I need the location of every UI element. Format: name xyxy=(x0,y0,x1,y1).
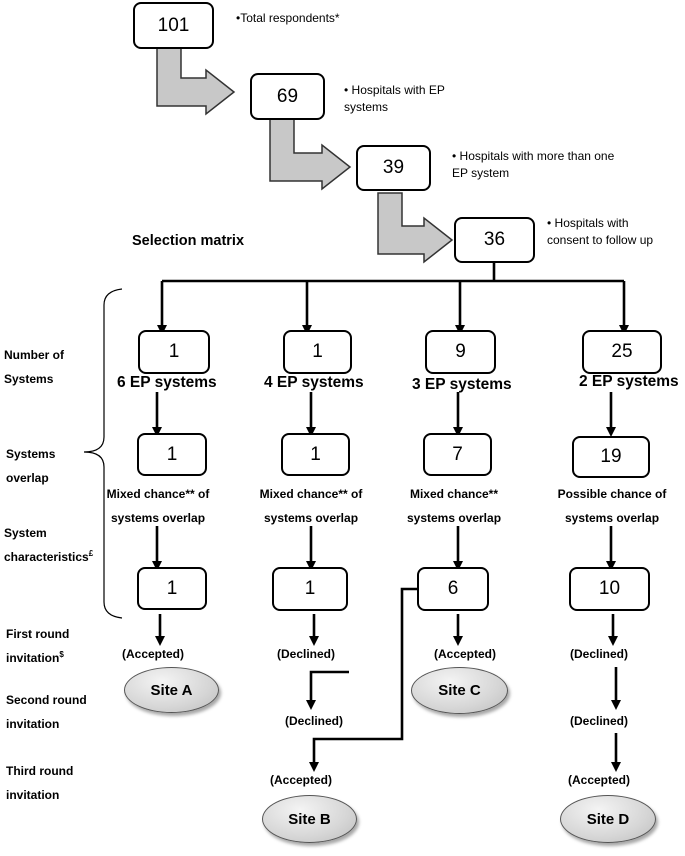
funnel-count: 69 xyxy=(276,85,299,107)
count-box-col-1: 1 xyxy=(138,330,210,374)
count-value: 1 xyxy=(312,341,323,362)
third-round-result-col-4: (Accepted) xyxy=(568,773,631,787)
systems-label-col-3: 3 EP systems xyxy=(412,376,512,393)
row-label-second-round: Second round invitation xyxy=(6,693,87,731)
funnel-count: 36 xyxy=(483,229,506,250)
funnel-note-ep: • Hospitals with EP systems xyxy=(344,83,445,114)
second-round-result-col-4: (Declined) xyxy=(570,714,629,728)
row-label-number-of-systems: Number of Systems xyxy=(4,348,64,386)
overlap-value: 1 xyxy=(166,443,178,465)
overlap-box-col-2: 1 xyxy=(281,433,350,476)
row-label-systems-overlap: Systems overlap xyxy=(6,447,56,485)
third-round-result-col-2: (Accepted) xyxy=(270,773,333,787)
count-box-col-2: 1 xyxy=(283,330,352,374)
chance-label-col-1: Mixed chance** of systems overlap xyxy=(106,487,210,525)
funnel-note-consent: • Hospitals with consent to follow up xyxy=(547,216,654,247)
characteristics-box-col-1: 1 xyxy=(137,567,207,610)
first-round-result-col-1: (Accepted) xyxy=(122,647,185,661)
funnel-note-total: •Total respondents* xyxy=(236,11,340,25)
systems-label-col-4: 2 EP systems xyxy=(579,373,679,390)
row-label-third-round: Third round invitation xyxy=(6,764,74,802)
site-label: Site A xyxy=(150,681,193,699)
funnel-box-total: 101 xyxy=(133,2,214,49)
systems-label-col-2: 4 EP systems xyxy=(264,374,364,391)
chance-label-col-2: Mixed chance** of systems overlap xyxy=(259,487,363,525)
first-round-result-col-2: (Declined) xyxy=(277,647,336,661)
overlap-value: 7 xyxy=(452,443,463,465)
chance-label-col-3: Mixed chance** systems overlap xyxy=(406,487,502,525)
selection-matrix-title: Selection matrix xyxy=(132,233,245,249)
row-label-text: System characteristics xyxy=(4,526,89,564)
count-value: 9 xyxy=(455,341,466,362)
site-label: Site B xyxy=(288,810,331,828)
site-a-oval: Site A xyxy=(124,667,219,713)
count-value: 25 xyxy=(611,341,633,362)
site-label: Site D xyxy=(586,810,630,828)
row-label-system-characteristics: System characteristics£ xyxy=(4,521,104,569)
funnel-note-multi: • Hospitals with more than one EP system xyxy=(452,149,615,180)
bent-arrow-39-36 xyxy=(377,192,454,264)
characteristics-value: 6 xyxy=(447,578,459,599)
overlap-box-col-3: 7 xyxy=(423,433,492,476)
overlap-value: 19 xyxy=(600,446,622,467)
funnel-box-ep: 69 xyxy=(250,73,325,120)
bent-arrow-101-69 xyxy=(156,47,236,116)
row-label-text: First round invitation xyxy=(6,627,70,665)
site-b-oval: Site B xyxy=(262,795,357,843)
characteristics-box-col-3: 6 xyxy=(417,567,489,611)
site-label: Site C xyxy=(438,682,481,699)
first-round-result-col-4: (Declined) xyxy=(570,647,629,661)
bent-arrow-69-39 xyxy=(269,118,352,191)
characteristics-box-col-4: 10 xyxy=(569,567,650,611)
row-label-first-round: First round invitation$ xyxy=(6,622,96,670)
characteristics-box-col-2: 1 xyxy=(272,567,348,611)
funnel-count: 101 xyxy=(157,14,190,36)
first-round-result-col-3: (Accepted) xyxy=(434,647,497,661)
overlap-box-col-4: 19 xyxy=(572,436,650,478)
characteristics-value: 1 xyxy=(166,577,178,599)
second-round-result-col-2: (Declined) xyxy=(285,714,344,728)
chance-label-col-4: Possible chance of systems overlap xyxy=(557,487,667,525)
count-value: 1 xyxy=(168,341,180,362)
site-c-oval: Site C xyxy=(411,667,508,714)
count-box-col-4: 25 xyxy=(582,330,662,374)
characteristics-value: 10 xyxy=(598,578,621,599)
funnel-box-consent: 36 xyxy=(454,217,535,263)
systems-label-col-1: 6 EP systems xyxy=(117,374,217,391)
funnel-count: 39 xyxy=(382,157,405,178)
site-d-oval: Site D xyxy=(560,795,656,843)
characteristics-value: 1 xyxy=(304,578,316,599)
funnel-box-multi: 39 xyxy=(356,145,431,191)
left-bracket xyxy=(83,288,123,619)
overlap-box-col-1: 1 xyxy=(137,433,207,476)
overlap-value: 1 xyxy=(310,443,321,465)
footnote-marker: $ xyxy=(59,650,64,659)
count-box-col-3: 9 xyxy=(425,330,496,374)
footnote-marker: £ xyxy=(88,549,94,558)
